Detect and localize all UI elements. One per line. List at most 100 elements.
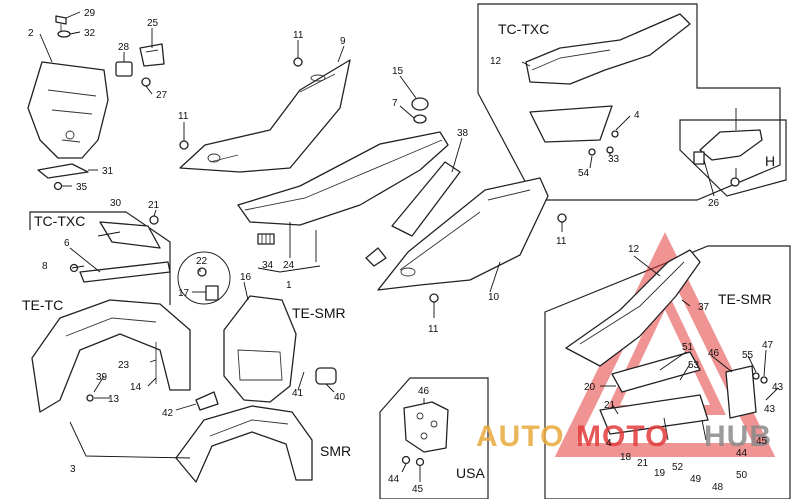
bracket-25 (139, 43, 165, 67)
panel-h-detail (679, 119, 787, 197)
callout-21-b: 21 (604, 400, 616, 411)
leader-lines (39, 11, 779, 482)
callout-47: 47 (762, 340, 774, 351)
callout-11-a: 11 (293, 30, 304, 41)
callout-13: 13 (108, 394, 120, 405)
callout-7: 7 (392, 98, 398, 109)
headlight-mask-2 (27, 61, 109, 159)
label-te-smr-center: TE-SMR (292, 305, 346, 321)
callout-3: 3 (70, 464, 76, 475)
watermark-hub: HUB (704, 420, 772, 453)
callout-43-a: 43 (772, 382, 784, 393)
callout-11-b: 11 (178, 111, 189, 122)
nut-44-usa (401, 455, 411, 465)
callout-10: 10 (488, 292, 500, 303)
label-smr: SMR (320, 443, 351, 459)
callout-25: 25 (147, 18, 159, 29)
callout-23: 23 (118, 360, 130, 371)
clip-small (365, 247, 387, 267)
bracket-30 (99, 221, 161, 249)
screw-55 (752, 372, 760, 380)
callout-34: 34 (262, 260, 274, 271)
callout-21-a: 21 (148, 200, 160, 211)
watermark-auto: AUTO (476, 420, 564, 453)
callout-55: 55 (742, 350, 754, 361)
screw-35 (53, 181, 63, 191)
callout-42: 42 (162, 408, 174, 419)
connector-h (693, 151, 705, 165)
seat-clip-34 (257, 233, 275, 245)
callout-16: 16 (240, 272, 252, 283)
label-tc-txc-top: TC-TXC (498, 21, 549, 37)
callout-2: 2 (28, 28, 34, 39)
washer-21 (149, 215, 159, 225)
callout-32: 32 (84, 28, 96, 39)
callout-15: 15 (392, 66, 404, 77)
bracket-31 (37, 163, 89, 179)
callout-46-a: 46 (418, 386, 430, 397)
clamp-40 (315, 367, 337, 385)
side-panel-9 (179, 59, 351, 173)
h-bracket (699, 129, 763, 161)
front-fender-smr (175, 405, 313, 483)
callout-38: 38 (457, 128, 469, 139)
rear-fender-12-tc-txc (525, 13, 691, 85)
callout-12-a: 12 (490, 56, 502, 67)
callout-53: 53 (688, 360, 700, 371)
callout-33: 33 (608, 154, 620, 165)
callout-26: 26 (708, 198, 720, 209)
callout-numbers: 29 32 2 25 28 27 31 35 11 9 11 15 7 38 2… (28, 8, 784, 495)
rubber-17 (205, 285, 219, 301)
screw-11-c (557, 213, 567, 223)
bracket-51 (611, 351, 701, 393)
knob-15 (411, 97, 429, 111)
screw-4-top (611, 130, 619, 138)
label-te-tc: TE-TC (22, 297, 63, 313)
screw-27 (141, 77, 151, 87)
label-tc-txc-left: TC-TXC (34, 213, 85, 229)
callout-12-b: 12 (628, 244, 640, 255)
callout-27: 27 (156, 90, 168, 101)
screw-11-d (429, 293, 439, 303)
bracket-6 (79, 261, 171, 283)
watermark-moto: MOTO (576, 420, 669, 453)
callout-28: 28 (118, 42, 130, 53)
callout-24: 24 (283, 260, 295, 271)
plate-46 (725, 365, 757, 419)
seat-24 (237, 131, 449, 226)
callout-45-a: 45 (412, 484, 424, 495)
callout-54: 54 (578, 168, 590, 179)
panel-tc-txc-left (29, 211, 171, 305)
callout-51: 51 (682, 342, 694, 353)
callout-4-b: 4 (606, 438, 612, 449)
watermark-text: AUTO MOTO HUB (476, 420, 772, 453)
callout-44-b: 44 (736, 448, 748, 459)
callout-30: 30 (110, 198, 122, 209)
callout-52: 52 (672, 462, 684, 473)
side-panel-10 (377, 177, 549, 291)
rear-frame-tc-txc (529, 105, 613, 143)
label-usa: USA (456, 465, 485, 481)
screw-11-a (293, 57, 303, 67)
screw-45-usa (415, 457, 425, 467)
nut-47 (760, 376, 768, 384)
nut-26 (730, 177, 740, 187)
callout-39: 39 (96, 372, 108, 383)
callout-8: 8 (42, 261, 48, 272)
callout-17: 17 (178, 288, 190, 299)
support-21 (599, 394, 709, 435)
callout-19: 19 (654, 468, 666, 479)
callout-4-a: 4 (634, 110, 640, 121)
callout-22: 22 (196, 256, 208, 267)
label-te-smr-right: TE-SMR (718, 291, 772, 307)
washer-32 (57, 30, 71, 38)
screw-11-b (179, 140, 189, 150)
callout-48: 48 (712, 482, 724, 493)
plate-holder-46-usa (403, 401, 449, 453)
clip-28 (115, 61, 133, 77)
callout-35: 35 (76, 182, 88, 193)
callout-14: 14 (130, 382, 142, 393)
screw-54 (588, 148, 596, 156)
